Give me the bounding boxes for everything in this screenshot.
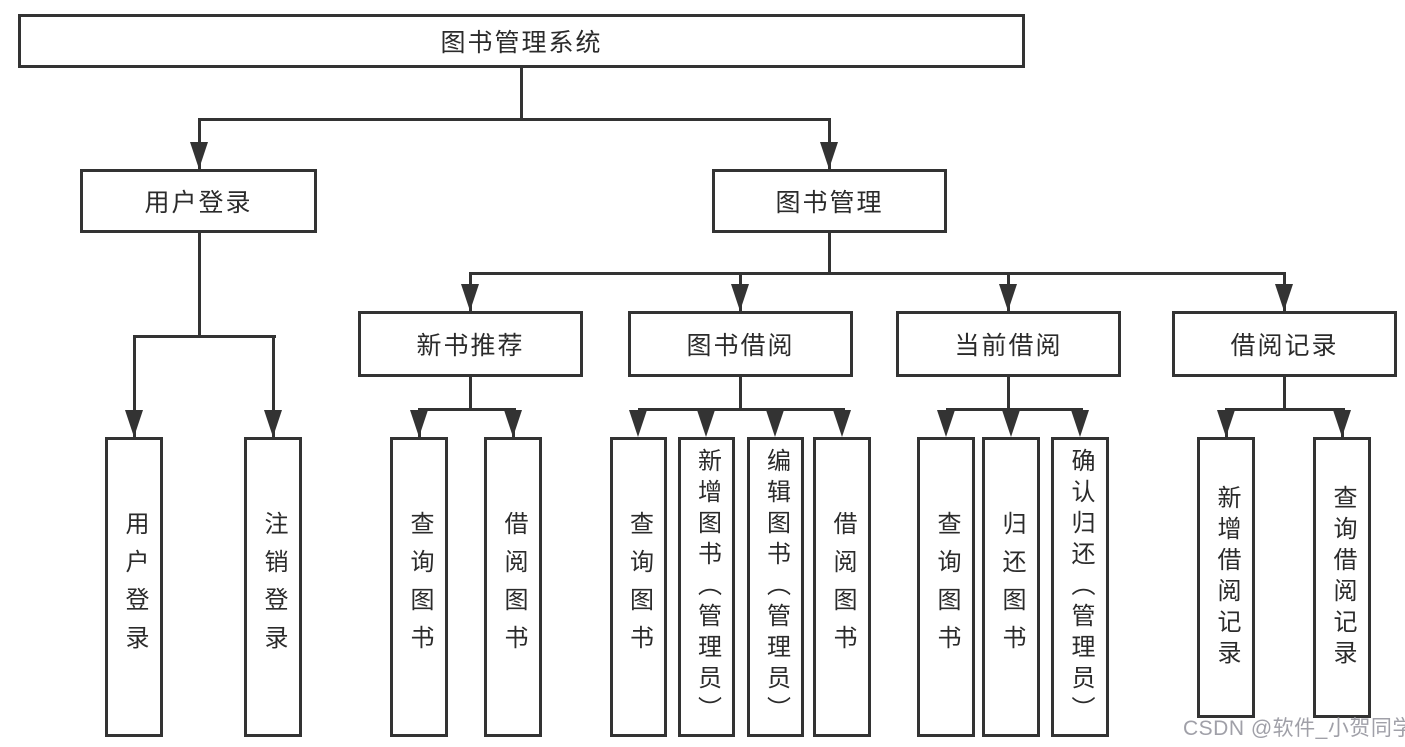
connector-current-down [1007,377,1010,411]
leaf-query-books-recommend-label: 查询图书 [406,511,433,663]
connector-user-login-down [198,233,201,338]
node-root-system-label: 图书管理系统 [440,29,603,57]
leaf-query-books-current: 查询图书 [917,437,975,737]
node-new-book-recommend: 新书推荐 [358,311,583,377]
arrowhead-g3-leaf1 [937,410,955,437]
csdn-watermark: CSDN @软件_小贺同学 [1183,717,1405,740]
arrowhead-g2-leaf3 [766,410,784,437]
leaf-add-books-admin: 新增图书（管理员） [678,437,735,737]
node-user-login: 用户登录 [80,169,317,233]
connector-root-trunk [520,68,523,118]
node-book-mgmt-label: 图书管理 [775,189,884,217]
leaf-query-borrow-record-label: 查询借阅记录 [1329,484,1356,671]
leaf-confirm-return-admin: 确认归还（管理员） [1051,437,1109,737]
connector-records-splitter [1226,408,1345,411]
node-borrowing-records-label: 借阅记录 [1230,332,1339,360]
connector-current-splitter [946,408,1083,411]
connector-book-mgmt-down [828,233,831,275]
node-book-borrowing: 图书借阅 [628,311,853,377]
leaf-borrow-books-label: 借阅图书 [829,511,856,663]
node-current-borrowing-label: 当前借阅 [954,332,1063,360]
leaf-add-books-admin-label: 新增图书（管理员） [693,447,721,727]
arrowhead-user-login [190,142,208,169]
leaf-edit-books-admin: 编辑图书（管理员） [747,437,804,737]
leaf-edit-books-admin-label: 编辑图书（管理员） [762,447,790,727]
node-new-book-recommend-label: 新书推荐 [416,332,525,360]
arrowhead-g2-leaf4 [833,410,851,437]
leaf-return-books-label: 归还图书 [998,511,1025,663]
leaf-add-borrow-record: 新增借阅记录 [1197,437,1255,718]
node-book-borrowing-label: 图书借阅 [686,332,795,360]
arrowhead-leaf-login [125,410,143,437]
connector-drop-leaf-logout [272,335,275,437]
arrowhead-borrowing [731,284,749,311]
leaf-user-login-label: 用户登录 [121,511,148,663]
node-root-system: 图书管理系统 [18,14,1025,68]
connector-recommend-splitter [419,408,516,411]
leaf-logout-label: 注销登录 [260,511,287,663]
leaf-user-login: 用户登录 [105,437,163,737]
arrowhead-g3-leaf2 [1002,410,1020,437]
node-user-login-label: 用户登录 [144,189,253,217]
connector-level2 [199,118,831,121]
leaf-query-books-recommend: 查询图书 [390,437,448,737]
arrowhead-g4-leaf2 [1333,410,1351,437]
arrowhead-records [1275,284,1293,311]
arrowhead-leaf-logout [264,410,282,437]
connector-records-down [1283,377,1286,411]
leaf-borrow-books-recommend-label: 借阅图书 [500,511,527,663]
arrowhead-g2-leaf1 [629,410,647,437]
leaf-query-borrow-record: 查询借阅记录 [1313,437,1371,718]
leaf-query-books-borrowing-label: 查询图书 [625,511,653,663]
node-current-borrowing: 当前借阅 [896,311,1121,377]
connector-recommend-down [469,377,472,411]
connector-borrowing-down [739,377,742,411]
connector-user-login-splitter [134,335,276,338]
connector-borrowing-splitter [638,408,845,411]
leaf-borrow-books-recommend: 借阅图书 [484,437,542,737]
arrowhead-current [999,284,1017,311]
connector-level3 [470,272,1286,275]
leaf-borrow-books: 借阅图书 [813,437,871,737]
arrowhead-recommend [461,284,479,311]
arrowhead-book-mgmt [820,142,838,169]
arrowhead-g4-leaf1 [1217,410,1235,437]
arrowhead-g2-leaf2 [697,410,715,437]
leaf-logout: 注销登录 [244,437,302,737]
leaf-query-books-current-label: 查询图书 [933,511,960,663]
arrowhead-g3-leaf3 [1071,410,1089,437]
leaf-return-books: 归还图书 [982,437,1040,737]
leaf-confirm-return-admin-label: 确认归还（管理员） [1067,447,1094,727]
node-book-mgmt: 图书管理 [712,169,947,233]
arrowhead-g1-leaf2 [504,410,522,437]
arrowhead-g1-leaf1 [410,410,428,437]
leaf-query-books-borrowing: 查询图书 [610,437,667,737]
leaf-add-borrow-record-label: 新增借阅记录 [1213,484,1240,671]
node-borrowing-records: 借阅记录 [1172,311,1397,377]
connector-drop-leaf-login [133,335,136,437]
